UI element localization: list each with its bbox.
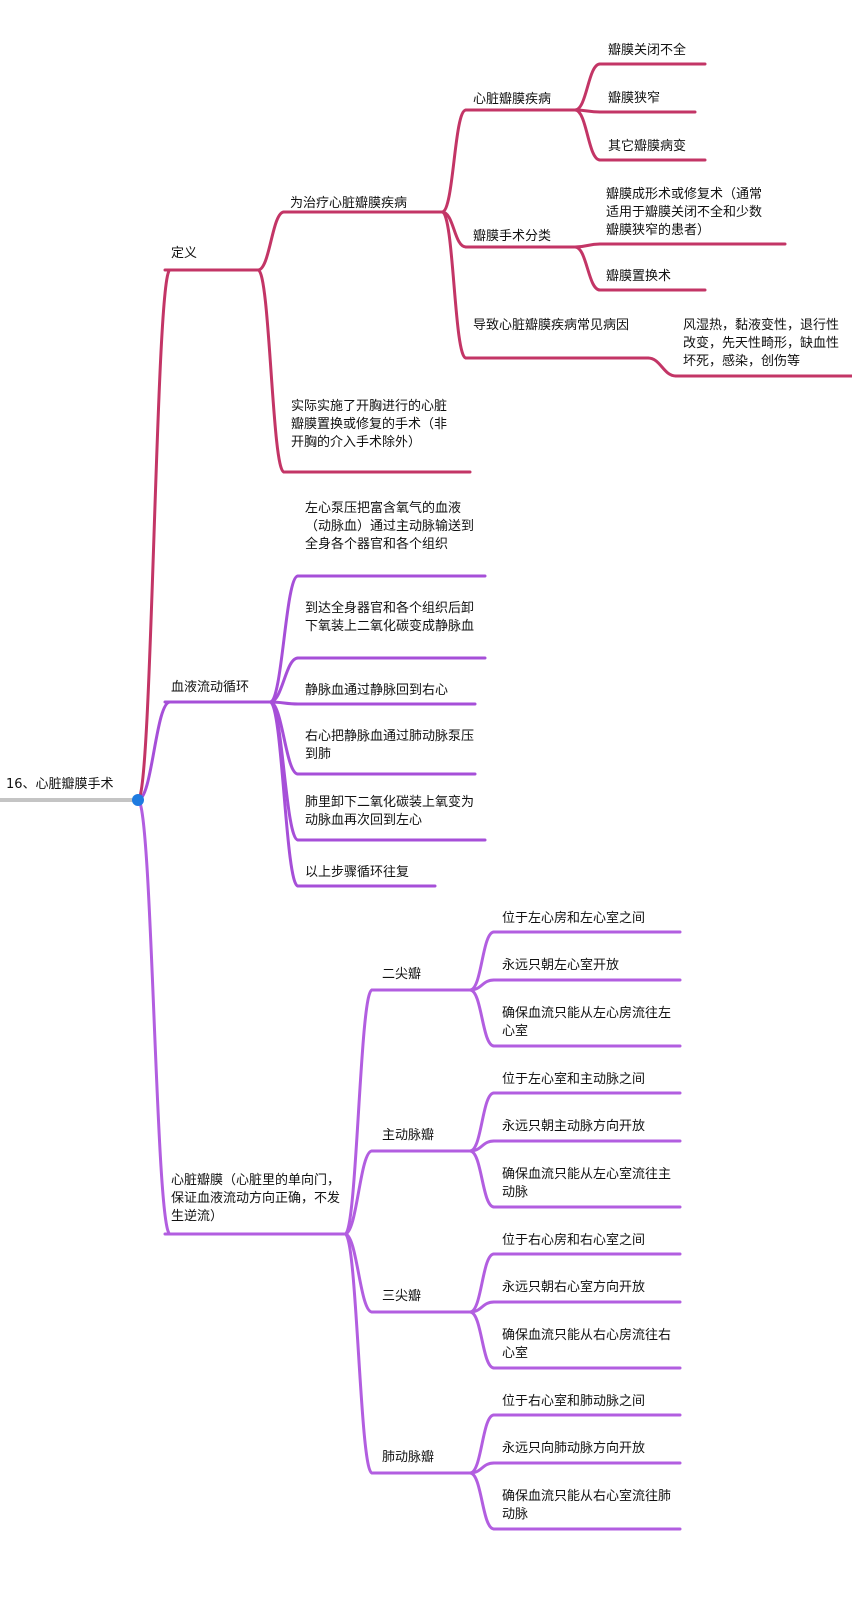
connector-aortic-item-3 <box>468 1149 496 1209</box>
circulation-step-5[interactable]: 肺里卸下二氧化碳装上氧变为动脉血再次回到左心 <box>305 795 475 828</box>
valve-disease-node[interactable]: 心脏瓣膜疾病 <box>473 92 552 107</box>
surgery-types-node[interactable]: 瓣膜手术分类 <box>473 229 552 244</box>
connector-disease-1 <box>573 62 602 112</box>
heart-valves-node[interactable]: 心脏瓣膜（心脏里的单向门，保证血液流动方向正确，不发生逆流） <box>171 1173 341 1224</box>
connector-valves-aortic <box>343 1149 374 1236</box>
mitral-valve-node[interactable]: 二尖瓣 <box>382 967 422 982</box>
connector-valves-tricuspid <box>343 1232 374 1314</box>
common-causes-node[interactable]: 导致心脏瓣膜疾病常见病因 <box>473 318 630 333</box>
mitral-item-2[interactable]: 永远只朝左心室开放 <box>502 958 620 973</box>
connector-aortic-item-2 <box>468 1139 496 1153</box>
circulation-step-4[interactable]: 右心把静脉血通过肺动脉泵压到肺 <box>305 729 475 762</box>
connector-tricuspid-item-2 <box>468 1300 496 1314</box>
root-node-label[interactable]: 16、心脏瓣膜手术 <box>6 777 114 792</box>
aortic-item-3[interactable]: 确保血流只能从左心室流往主动脉 <box>502 1167 672 1200</box>
valve-stenosis-node[interactable]: 瓣膜狭窄 <box>608 91 661 106</box>
connector-types-1 <box>573 242 602 249</box>
connector-circulation-step-1 <box>268 574 300 704</box>
connector-treat-disease <box>440 108 468 214</box>
connector-pulmonary-item-2 <box>468 1461 496 1475</box>
connector-treat-causes <box>440 210 468 360</box>
pulmonary-item-3[interactable]: 确保血流只能从右心室流往肺动脉 <box>502 1489 672 1522</box>
connector-tricuspid-item-3 <box>468 1310 496 1370</box>
connector-definition-actual <box>256 268 286 474</box>
valve-regurgitation-node[interactable]: 瓣膜关闭不全 <box>608 43 687 58</box>
connector-mitral-item-2 <box>468 978 496 992</box>
pulmonary-item-2[interactable]: 永远只向肺动脉方向开放 <box>502 1441 646 1456</box>
connector-types-2 <box>573 245 602 292</box>
tricuspid-item-2[interactable]: 永远只朝右心室方向开放 <box>502 1280 646 1295</box>
connector-root-valves <box>136 798 172 1236</box>
circulation-step-6[interactable]: 以上步骤循环往复 <box>305 865 410 880</box>
connector-circulation-step-6 <box>268 700 300 888</box>
other-valve-lesion-node[interactable]: 其它瓣膜病变 <box>608 139 687 154</box>
open-heart-surgery-node[interactable]: 实际实施了开胸进行的心脏瓣膜置换或修复的手术（非开胸的介入手术除外） <box>291 399 448 450</box>
tricuspid-valve-node[interactable]: 三尖瓣 <box>382 1289 422 1304</box>
aortic-item-2[interactable]: 永远只朝主动脉方向开放 <box>502 1119 646 1134</box>
mitral-item-1[interactable]: 位于左心房和左心室之间 <box>502 911 646 926</box>
connector-valves-mitral <box>343 988 374 1236</box>
connector-root-definition <box>136 268 172 802</box>
circulation-step-3[interactable]: 静脉血通过静脉回到右心 <box>305 683 449 698</box>
definition-node-label[interactable]: 定义 <box>171 246 198 261</box>
treat-valve-disease-node[interactable]: 为治疗心脏瓣膜疾病 <box>290 196 408 211</box>
valvuloplasty-node[interactable]: 瓣膜成形术或修复术（通常适用于瓣膜关闭不全和少数瓣膜狭窄的患者） <box>606 187 763 238</box>
root-node-dot[interactable] <box>132 794 144 806</box>
tricuspid-item-3[interactable]: 确保血流只能从右心房流往右心室 <box>502 1328 672 1361</box>
circulation-step-2[interactable]: 到达全身器官和各个组织后卸下氧装上二氧化碳变成静脉血 <box>305 601 475 634</box>
circulation-node-label[interactable]: 血液流动循环 <box>171 680 250 695</box>
connector-mitral-item-3 <box>468 988 496 1048</box>
aortic-valve-node[interactable]: 主动脉瓣 <box>382 1128 435 1143</box>
connector-causes-detail <box>646 356 678 378</box>
pulmonary-valve-node[interactable]: 肺动脉瓣 <box>382 1450 435 1465</box>
pulmonary-item-1[interactable]: 位于右心室和肺动脉之间 <box>502 1394 646 1409</box>
valve-replacement-node[interactable]: 瓣膜置换术 <box>606 269 672 284</box>
aortic-item-1[interactable]: 位于左心室和主动脉之间 <box>502 1072 646 1087</box>
mitral-item-3[interactable]: 确保血流只能从左心房流往左心室 <box>502 1006 672 1039</box>
tricuspid-item-1[interactable]: 位于右心房和右心室之间 <box>502 1233 646 1248</box>
common-causes-detail: 风湿热，黏液变性，退行性改变，先天性畸形，缺血性坏死，感染，创伤等 <box>683 318 840 369</box>
connector-definition-treat <box>256 210 286 272</box>
connector-pulmonary-item-3 <box>468 1471 496 1531</box>
circulation-step-1[interactable]: 左心泵压把富含氧气的血液（动脉血）通过主动脉输送到全身各个器官和各个组织 <box>305 501 475 552</box>
connector-disease-3 <box>573 108 602 162</box>
connector-valves-pulmonary <box>343 1232 374 1475</box>
